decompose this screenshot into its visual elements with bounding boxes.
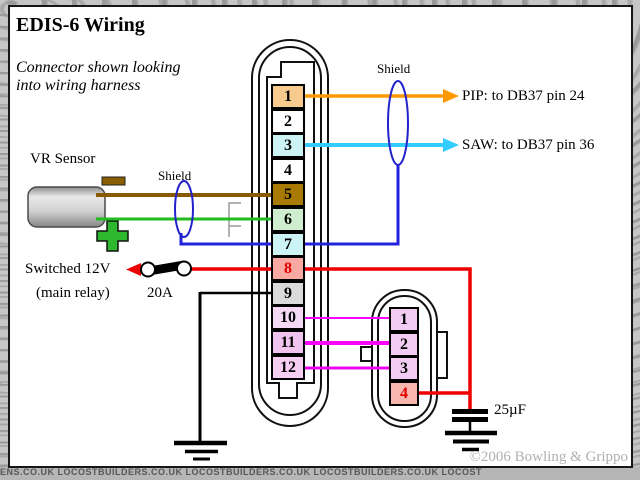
capacitor-value-label: 25µF	[494, 402, 526, 418]
connector12-pin-10: 10	[271, 305, 305, 330]
pip-arrowhead	[443, 89, 459, 103]
connector4-pin-1: 1	[389, 307, 419, 332]
shield-label-left: Shield	[158, 168, 192, 183]
connector12-pin-1: 1	[271, 84, 305, 109]
ground-symbol-right	[445, 430, 497, 452]
connector12-pin-6: 6	[271, 207, 305, 232]
shield-loop-left	[174, 180, 194, 238]
saw-label: SAW: to DB37 pin 36	[462, 137, 595, 153]
connector12-pin-9: 9	[271, 281, 305, 306]
watermark-text: ENS.CO.UK LOCOSTBUILDERS.CO.UK LOCOSTBUI…	[0, 467, 483, 477]
connector4-pin-2: 2	[389, 332, 419, 357]
connector4-pin-4: 4	[389, 381, 419, 406]
12v-wire-right	[300, 267, 472, 411]
connector12-pin-7: 7	[271, 232, 305, 257]
connector12-pin-2: 2	[271, 109, 305, 134]
vr-plus-mark	[96, 220, 129, 252]
saw-arrowhead	[443, 138, 459, 152]
connector12-pin-8: 8	[271, 256, 305, 281]
pip-label: PIP: to DB37 pin 24	[462, 88, 585, 104]
connector12-pin-11: 11	[271, 330, 305, 355]
vr-minus-mark	[101, 176, 126, 186]
vr-sensor-body	[27, 176, 129, 252]
switched-12v-label: Switched 12V	[25, 261, 111, 277]
shield-drain-right	[300, 164, 400, 246]
capacitor-symbol	[452, 409, 488, 431]
fuse-terminal-left	[140, 261, 156, 278]
connector-note: Connector shown looking into wiring harn…	[16, 59, 180, 95]
connector12-pin-5: 5	[271, 182, 305, 207]
copyright-watermark: ©2006 Bowling & Grippo	[469, 449, 628, 465]
connector-note-line1: Connector shown looking	[16, 59, 181, 76]
connector12-pin-12: 12	[271, 355, 305, 380]
ground-symbol-left	[174, 440, 227, 461]
connector-note-line2: into wiring harness	[16, 77, 141, 94]
watermark-strip: ENS.CO.UK LOCOSTBUILDERS.CO.UK LOCOSTBUI…	[0, 467, 640, 480]
page-title: EDIS-6 Wiring	[16, 14, 145, 36]
wires	[96, 89, 472, 442]
12v-arrowhead	[126, 263, 141, 276]
fuse-20a	[126, 260, 192, 278]
connector4-pin-3: 3	[389, 356, 419, 381]
main-relay-label: (main relay)	[36, 285, 110, 301]
vr-sensor-label: VR Sensor	[30, 151, 96, 167]
shield-ground-bracket	[228, 202, 241, 237]
shield-label-right: Shield	[377, 61, 411, 76]
fuse-rating-label: 20A	[147, 285, 173, 301]
fuse-terminal-right	[176, 260, 192, 277]
connector12-pin-3: 3	[271, 133, 305, 158]
connector12-pin-4: 4	[271, 158, 305, 183]
shield-loop-right	[387, 80, 409, 166]
